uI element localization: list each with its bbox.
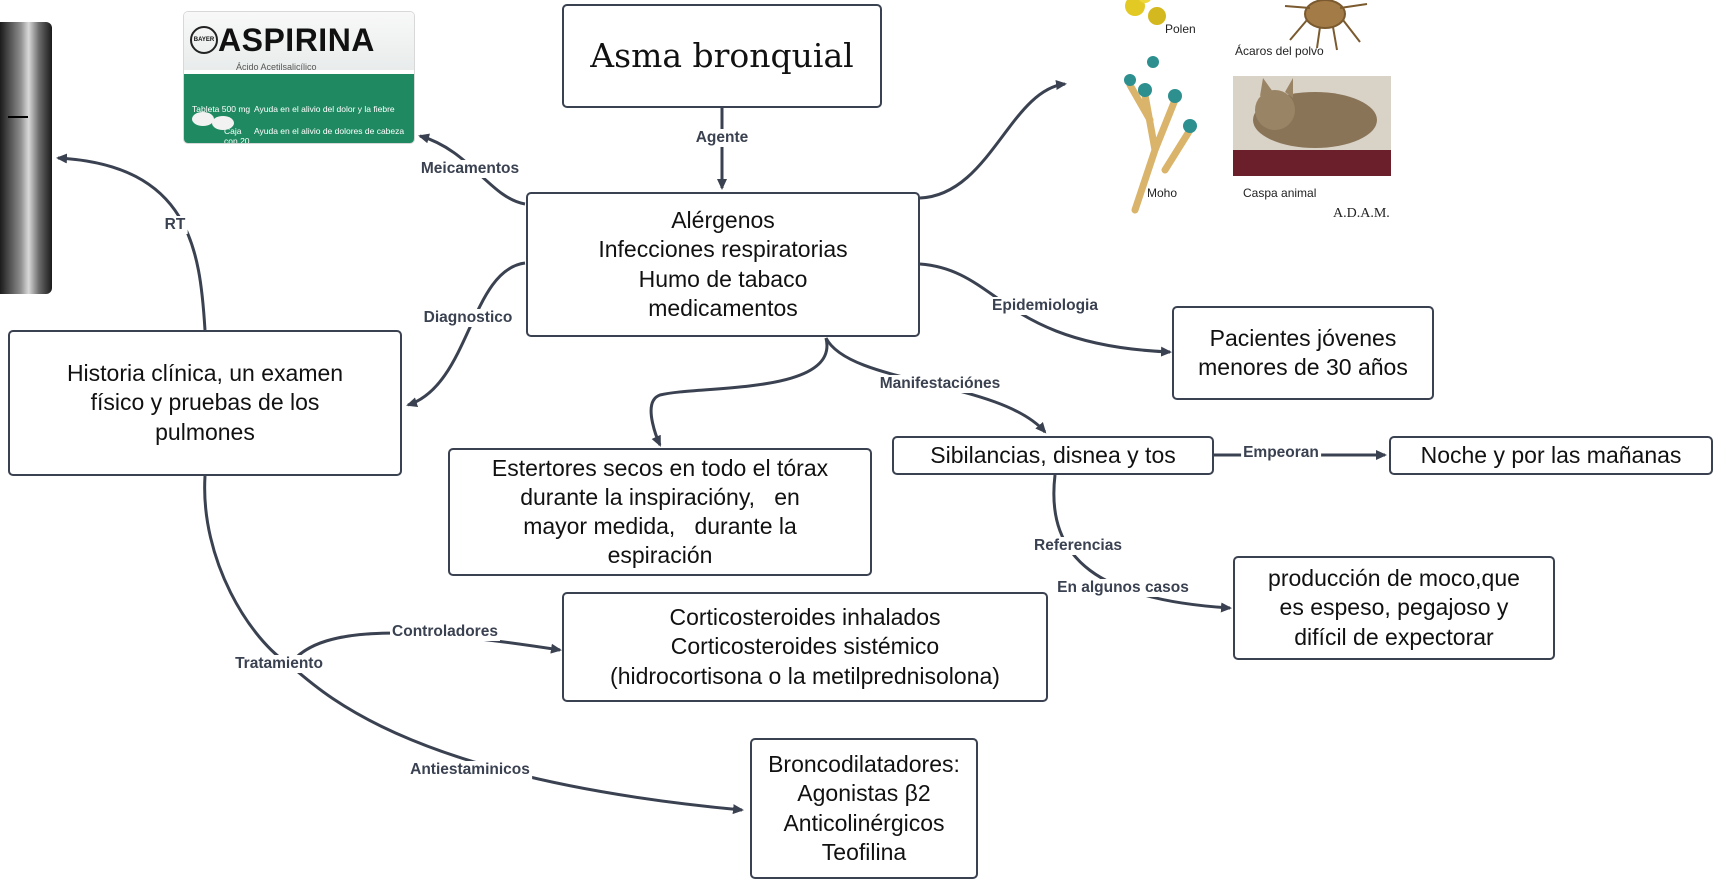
controller-line: Corticosteroides sistémico — [670, 633, 940, 660]
bronchodilators-node: Broncodilatadores: Agonistas β2 Anticoli… — [750, 738, 978, 879]
edge-label-agente: Agente — [693, 129, 751, 147]
aspirin-dose: Tableta 500 mg — [192, 104, 251, 114]
caption-acaros: Ácaros del polvo — [1235, 44, 1324, 58]
edge-label-en-algunos-casos: En algunos casos — [1055, 579, 1191, 597]
bronchodilator-line: Agonistas β2 — [797, 780, 931, 807]
cause-line: Alérgenos — [671, 207, 775, 234]
symptoms-text: Sibilancias, disnea y tos — [930, 441, 1176, 468]
dust-mite-icon — [1284, 0, 1368, 51]
edge-label-referencias: Referencias — [1032, 537, 1124, 555]
edge-label-empeoran: Empeoran — [1241, 444, 1321, 462]
mold-icon — [1124, 56, 1197, 214]
diagnosis-line: pulmones — [155, 418, 255, 445]
aspirin-green-band — [184, 74, 414, 143]
caption-polen: Polen — [1165, 22, 1196, 36]
edge-label-controladores: Controladores — [390, 623, 500, 641]
mucus-line: producción de moco,que — [1268, 565, 1520, 592]
cause-line: medicamentos — [648, 294, 798, 321]
bronchodilator-line: Broncodilatadores: — [768, 751, 960, 778]
diagnosis-node: Historia clínica, un examen físico y pru… — [8, 330, 402, 476]
edge-label-tratamiento: Tratamiento — [233, 655, 325, 673]
controllers-node: Corticosteroides inhalados Corticosteroi… — [562, 592, 1048, 702]
aspirin-brand: ASPIRINA — [218, 22, 375, 58]
bronchodilator-line: Anticolinérgicos — [783, 809, 945, 836]
chest-xray-image — [0, 22, 52, 294]
causes-node: Alérgenos Infecciones respiratorias Humo… — [526, 192, 920, 337]
rales-line: mayor medida, durante la — [523, 513, 797, 539]
caption-caspa: Caspa animal — [1243, 186, 1317, 200]
rales-line: durante la inspiracióny, en — [520, 483, 800, 510]
caption-moho: Moho — [1147, 186, 1178, 200]
aspirin-line1: Ayuda en el alivio del dolor y la fiebre — [254, 104, 395, 114]
edge-rt — [56, 153, 207, 331]
adam-credit: A.D.A.M. — [1333, 206, 1390, 221]
cause-line: Humo de tabaco — [638, 265, 808, 292]
edge-allergens-image — [919, 80, 1067, 200]
diagnosis-line: físico y pruebas de los — [90, 389, 320, 416]
allergen-illustrations — [1124, 0, 1391, 214]
title-node: Asma bronquial — [562, 4, 882, 108]
diagnosis-line: Historia clínica, un examen — [66, 360, 344, 387]
aspirin-count: Caja con 20 tabletas — [224, 126, 250, 143]
edge-diagnostico — [406, 261, 526, 407]
controller-line: Corticosteroides inhalados — [669, 604, 941, 631]
edge-antiestaminicos — [289, 663, 744, 815]
mucus-node: producción de moco,que es espeso, pegajo… — [1233, 556, 1555, 660]
aspirin-box-image: BAYER ASPIRINA Ácido Acetilsalicílico Ta… — [184, 12, 414, 143]
allergens-image: Polen Ácaros del polvo Moho Caspa animal… — [1095, 0, 1415, 226]
epidemiology-line: Pacientes jóvenes — [1209, 324, 1397, 351]
edge-label-epidemiologia: Epidemiologia — [990, 297, 1100, 315]
cat-icon — [1233, 76, 1391, 176]
symptoms-node: Sibilancias, disnea y tos — [892, 436, 1214, 475]
rales-line: espiración — [607, 542, 713, 569]
aspirin-line2: Ayuda en el alivio de dolores de cabeza — [254, 126, 405, 136]
rales-node: Estertores secos en todo el tórax durant… — [448, 448, 872, 576]
mucus-line: difícil de expectorar — [1294, 623, 1494, 650]
pollen-icon — [1125, 0, 1166, 25]
worsen-time-node: Noche y por las mañanas — [1389, 436, 1713, 475]
edge-label-rt: RT — [162, 216, 188, 234]
cause-line: Infecciones respiratorias — [598, 236, 848, 263]
aspirin-subtitle: Ácido Acetilsalicílico — [236, 62, 317, 72]
rales-line: Estertores secos en todo el tórax — [491, 454, 829, 481]
edge-referencias — [1052, 474, 1232, 613]
epidemiology-node: Pacientes jóvenes menores de 30 años — [1172, 306, 1434, 400]
edge-label-manifestaciones: Manifestaciónes — [877, 375, 1003, 393]
xray-marker — [8, 116, 28, 118]
tablet-icon — [212, 116, 234, 130]
edge-label-antiestaminicos: Antiestaminicos — [408, 761, 532, 779]
edge-label-medicamentos: Meicamentos — [418, 160, 522, 178]
bayer-logo: BAYER — [190, 26, 218, 54]
epidemiology-line: menores de 30 años — [1198, 354, 1408, 380]
controller-line: (hidrocortisona o la metilprednisolona) — [610, 662, 1000, 689]
bronchodilator-line: Teofilina — [821, 838, 907, 865]
edge-label-diagnostico: Diagnostico — [421, 309, 515, 327]
worsen-time-text: Noche y por las mañanas — [1420, 441, 1682, 468]
mucus-line: es espeso, pegajoso y — [1279, 594, 1509, 621]
tablet-icon — [192, 112, 214, 126]
title-text: Asma bronquial — [590, 36, 854, 76]
edge-manifestaciones-left — [649, 337, 829, 447]
